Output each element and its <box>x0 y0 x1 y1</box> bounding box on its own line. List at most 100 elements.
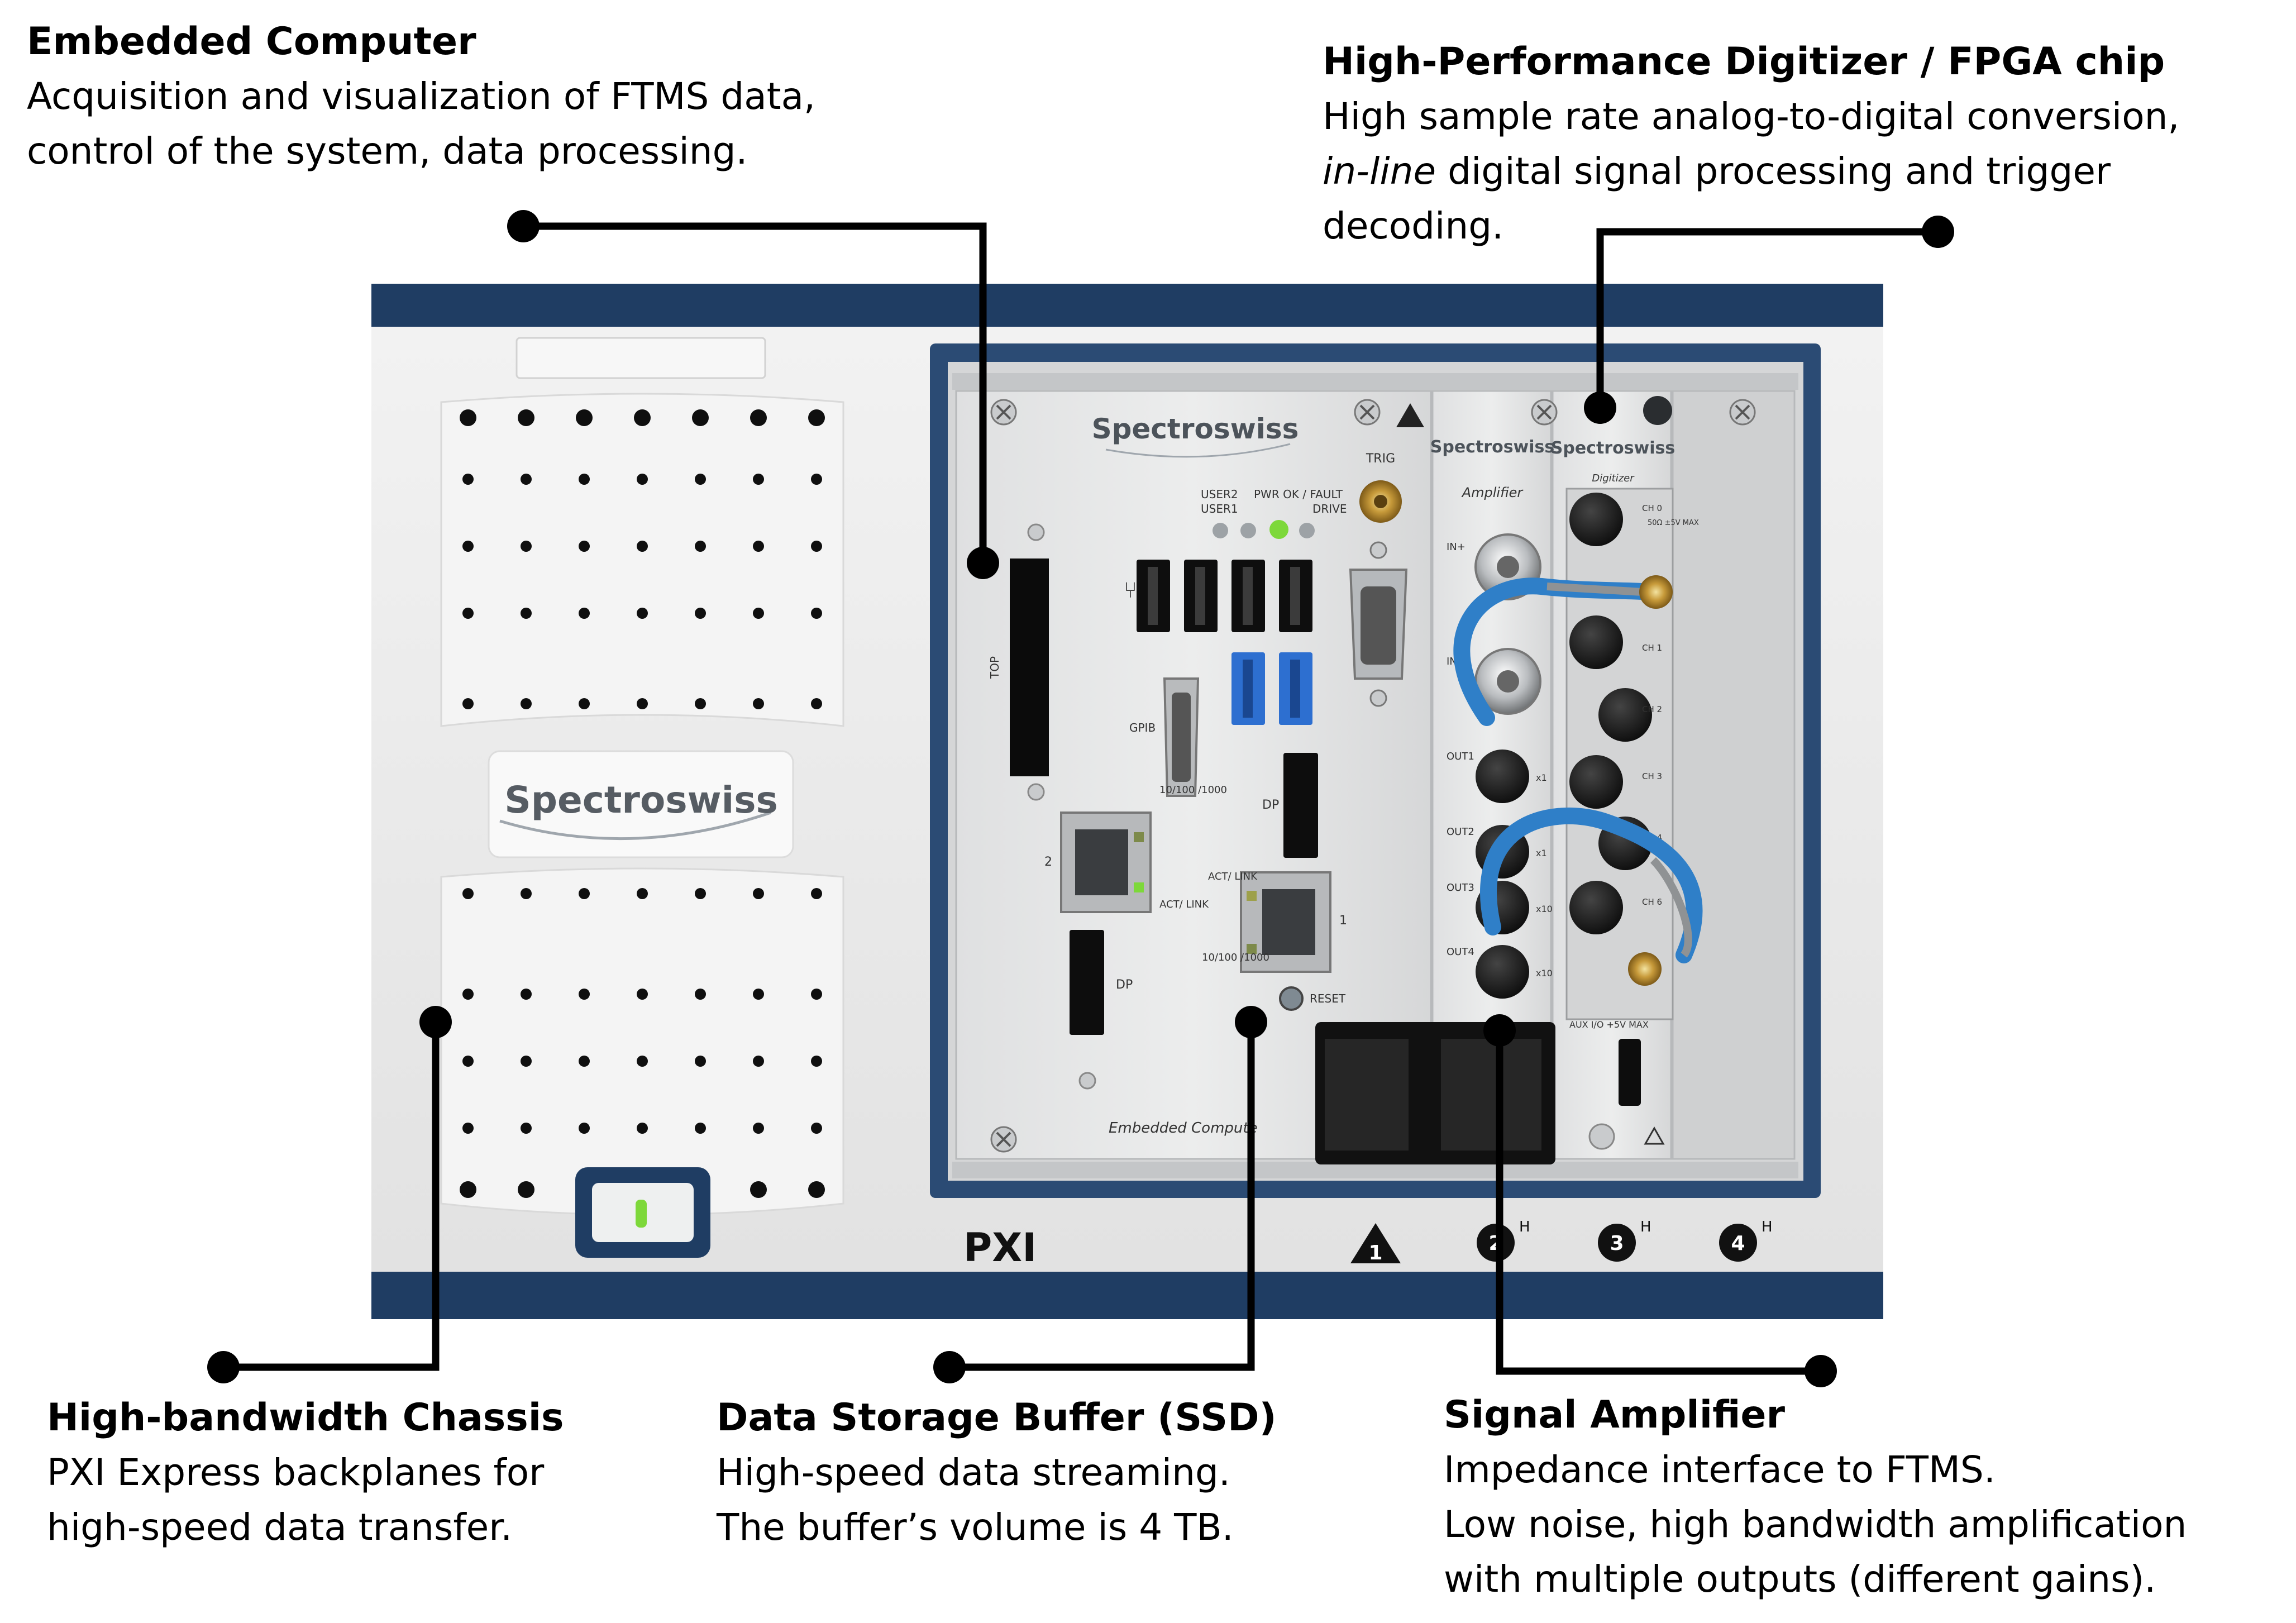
digitizer-channel-cap[interactable] <box>1569 755 1623 809</box>
pxi-logo: PXI <box>963 1225 1037 1271</box>
callout-dot-digitizer-end <box>1584 392 1616 424</box>
vent-hole <box>462 1056 474 1067</box>
digitizer-channel-cap[interactable] <box>1569 493 1623 546</box>
usb-icon: ⑂ <box>1124 577 1137 603</box>
vent-hole <box>460 1181 476 1198</box>
bnc-connector-core <box>1497 670 1519 693</box>
aux-io-port[interactable] <box>1619 1039 1641 1106</box>
digitizer-ch0-sma[interactable] <box>1639 575 1673 609</box>
caption-amplifier-line-1: Impedance interface to FTMS. <box>1444 1448 1996 1491</box>
caption-digitizer-line-1: High sample rate analog-to-digital conve… <box>1323 95 2180 138</box>
caption-chassis-line-1: PXI Express backplanes for <box>47 1451 545 1494</box>
chassis-top-bar <box>371 284 1883 334</box>
vent-hole <box>811 888 822 899</box>
ethernet-port-1-led-a <box>1247 891 1257 901</box>
caption-chassis-title: High-bandwidth Chassis <box>47 1396 564 1440</box>
digitizer-channel-cap[interactable] <box>1569 881 1623 934</box>
vent-hole <box>462 608 474 619</box>
amp-port-label: OUT2 <box>1447 826 1474 838</box>
output-connector-cap[interactable] <box>1476 750 1529 803</box>
led-label-user1: USER1 <box>1201 502 1238 515</box>
caption-ssd: Data Storage Buffer (SSD) High-speed dat… <box>717 1391 1277 1555</box>
usb-port-tongue <box>1290 567 1300 625</box>
reset-button[interactable] <box>1279 986 1304 1011</box>
amp-port-label: IN+ <box>1447 541 1466 553</box>
led-label-drive: DRIVE <box>1312 502 1347 515</box>
displayport-lower[interactable] <box>1070 930 1104 1035</box>
usb-port-tongue <box>1243 567 1253 625</box>
slot-suffix: H <box>1762 1219 1773 1235</box>
callout-line-digitizer <box>1596 228 1938 408</box>
slot-number: 3 <box>1610 1232 1624 1255</box>
reset-label: RESET <box>1310 992 1346 1005</box>
amp-port-label: OUT1 <box>1447 751 1474 762</box>
vent-hole <box>579 541 590 552</box>
callout-dot-amplifier-start <box>1805 1355 1837 1387</box>
digitizer-channel-cap[interactable] <box>1569 615 1623 669</box>
amp-gain-label: x1 <box>1536 848 1547 858</box>
vent-hole <box>811 608 822 619</box>
digitizer-channel-cap[interactable] <box>1598 688 1652 742</box>
vent-hole <box>811 989 822 1000</box>
amp-gain-label: x10 <box>1536 904 1553 914</box>
vent-hole <box>695 1056 706 1067</box>
slot-screw-bottom <box>1027 783 1045 801</box>
usb-port-tongue <box>1148 567 1158 625</box>
eth1-num: 1 <box>1339 914 1347 928</box>
caption-digitizer-line-2-rest: digital signal processing and trigger de… <box>1323 150 2111 247</box>
vent-hole <box>695 888 706 899</box>
slot-marker <box>1598 1224 1636 1262</box>
vent-hole <box>521 989 532 1000</box>
slot-suffix: H <box>1519 1219 1530 1235</box>
empty-slot <box>1672 390 1796 1160</box>
vent-hole <box>637 474 648 485</box>
vent-hole <box>753 1123 764 1134</box>
digitizer-channel-label: CH 2 <box>1642 704 1662 714</box>
callout-dot-chassis-start <box>207 1351 240 1383</box>
slot-number: 1 <box>1368 1242 1382 1264</box>
usb3-port-tongue <box>1290 660 1300 718</box>
caption-chassis: High-bandwidth Chassis PXI Express backp… <box>47 1391 564 1555</box>
caption-amplifier-title: Signal Amplifier <box>1444 1393 1786 1437</box>
callout-line-embedded-computer <box>523 222 987 563</box>
output-connector-cap[interactable] <box>1476 945 1529 999</box>
digitizer-ch7-sma[interactable] <box>1628 952 1662 986</box>
vent-hole <box>811 541 822 552</box>
displayport-upper[interactable] <box>1283 753 1318 858</box>
led-drive <box>1299 523 1315 538</box>
vent-hole <box>808 409 825 426</box>
vent-hole <box>695 698 706 709</box>
callout-dot-embedded-computer-end <box>967 547 999 579</box>
vent-hole <box>462 698 474 709</box>
bnc-connector-core <box>1497 556 1519 578</box>
vent-hole <box>521 474 532 485</box>
ethernet-port-2-jack <box>1075 829 1128 895</box>
serial-screw-top <box>1369 541 1387 559</box>
vent-hole <box>637 888 648 899</box>
vent-hole <box>753 888 764 899</box>
vent-hole <box>579 698 590 709</box>
caption-embedded-computer-line-2: control of the system, data processing. <box>27 130 748 173</box>
vent-hole <box>695 989 706 1000</box>
vent-hole <box>579 989 590 1000</box>
digitizer-ch0-spec: 50Ω ±5V MAX <box>1648 519 1699 527</box>
caption-embedded-computer-title: Embedded Computer <box>27 20 476 64</box>
card-slot[interactable] <box>1010 558 1049 776</box>
vent-hole <box>753 989 764 1000</box>
controller-brand: Spectroswiss <box>1092 413 1299 445</box>
controller-swoosh <box>1105 443 1291 458</box>
blue-cable-lower <box>1480 807 1703 963</box>
brand-logo-left: Spectroswiss <box>504 779 778 822</box>
amp-gain-label: x10 <box>1536 968 1553 978</box>
vent-hole <box>637 1056 648 1067</box>
lower-vent-panel <box>440 867 844 1216</box>
slot-number: 4 <box>1731 1232 1745 1255</box>
vent-hole <box>692 409 709 426</box>
vent-hole <box>579 888 590 899</box>
callout-line-ssd <box>949 1022 1255 1371</box>
vent-hole <box>579 1056 590 1067</box>
vent-hole <box>695 541 706 552</box>
led-user1 <box>1240 523 1256 538</box>
trig-connector-core <box>1374 495 1387 508</box>
